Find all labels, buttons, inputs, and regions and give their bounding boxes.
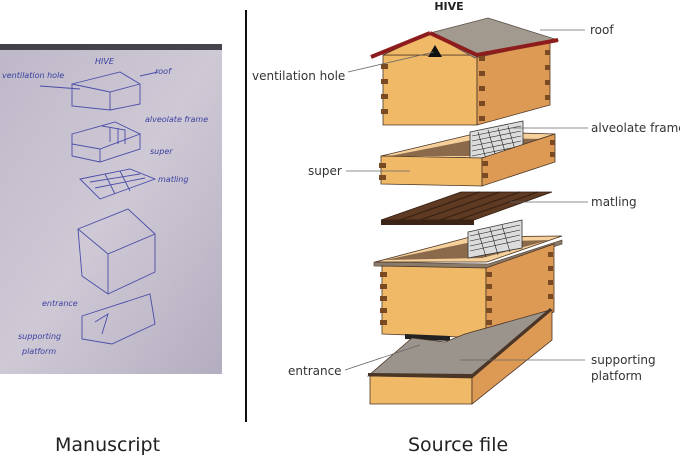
caption-source-file: Source file (408, 434, 509, 456)
diagram-title: HIVE (434, 0, 463, 13)
sketch-lines: HIVE ventilation hole roof alveolate fra… (2, 57, 208, 356)
ventilation-hole (428, 45, 442, 57)
label-ventilation-hole: ventilation hole (252, 69, 345, 83)
sketch-note-ventilation: ventilation hole (2, 71, 64, 80)
sketch-note-supporting: supporting (18, 332, 61, 341)
matling-section (380, 191, 553, 225)
body-ledge (373, 239, 563, 269)
paper-background (0, 44, 222, 374)
caption-manuscript: Manuscript (55, 434, 161, 456)
hive-body-section (373, 219, 563, 341)
manuscript-photo: HIVE ventilation hole roof alveolate fra… (0, 44, 222, 374)
sketch-note-alveolate: alveolate frame (145, 115, 208, 124)
body-front-face (381, 265, 487, 339)
sketch-note-platform: platform (21, 347, 56, 356)
platform-section (366, 308, 553, 405)
sketch-note-matling: matling (158, 175, 188, 184)
divider-line (245, 10, 247, 422)
roof-section (370, 17, 560, 126)
label-entrance: entrance (288, 364, 342, 378)
roof-edge-left (370, 31, 431, 59)
sketch-note-roof: roof (155, 67, 172, 76)
sketch-note-entrance: entrance (42, 299, 78, 308)
label-platform: platform (591, 369, 642, 383)
sketch-title: HIVE (95, 57, 115, 66)
label-supporting: supporting (591, 353, 656, 367)
hive-diagram: HIVE (252, 0, 680, 405)
roof-edge-right (429, 31, 559, 58)
leader-lines (344, 29, 588, 371)
platform-front-face (369, 375, 473, 405)
label-super: super (308, 164, 342, 178)
label-roof: roof (590, 23, 614, 37)
roof-front-face (382, 54, 478, 126)
sketch-note-super: super (150, 147, 173, 156)
label-matling: matling (591, 195, 637, 209)
super-section (379, 120, 556, 187)
label-alveolate-frame: alveolate frame (591, 121, 680, 135)
